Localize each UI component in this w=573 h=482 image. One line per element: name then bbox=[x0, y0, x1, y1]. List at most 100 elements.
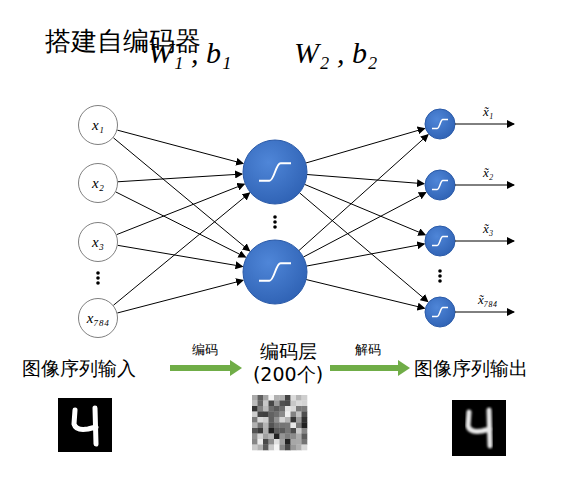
code-pixel bbox=[258, 401, 264, 407]
code-pixel bbox=[263, 439, 269, 445]
code-pixel bbox=[285, 412, 291, 418]
neuron-label: x₇₈₄ bbox=[87, 310, 109, 327]
code-pixel bbox=[274, 406, 280, 412]
code-pixel bbox=[280, 434, 286, 440]
green-arrow bbox=[170, 360, 242, 376]
code-pixel bbox=[302, 412, 308, 418]
code-pixel bbox=[274, 423, 280, 429]
code-pixel bbox=[269, 439, 275, 445]
sigmoid-symbol bbox=[259, 263, 291, 281]
weight-line bbox=[299, 135, 428, 251]
input-neuron: x₃ bbox=[78, 222, 118, 262]
weight-line bbox=[113, 193, 249, 305]
ellipsis-dot bbox=[438, 279, 442, 283]
code-pixel bbox=[280, 445, 286, 451]
output-label: x̃₂ bbox=[483, 165, 493, 181]
code-pixel bbox=[296, 395, 302, 401]
digit-stroke bbox=[74, 408, 96, 444]
output-neuron bbox=[425, 297, 455, 327]
code-pixel bbox=[280, 406, 286, 412]
output-arrow bbox=[455, 124, 514, 125]
code-pixel bbox=[291, 401, 297, 407]
code-pixel bbox=[258, 395, 264, 401]
digit-stroke bbox=[468, 410, 490, 446]
code-pixel bbox=[258, 434, 264, 440]
code-pixel bbox=[258, 423, 264, 429]
code-pixel bbox=[263, 401, 269, 407]
output-neuron bbox=[425, 109, 455, 139]
ellipsis-dot bbox=[96, 271, 100, 275]
code-pixel bbox=[269, 412, 275, 418]
arrow-label: 解码 bbox=[355, 341, 381, 359]
sigmoid-symbol bbox=[432, 181, 448, 190]
ellipsis-dot bbox=[438, 269, 442, 273]
weight-line bbox=[306, 244, 424, 266]
code-pixel bbox=[280, 423, 286, 429]
code-pixel bbox=[269, 401, 275, 407]
code-pixel bbox=[269, 445, 275, 451]
code-pixel bbox=[269, 428, 275, 434]
code-pixel bbox=[302, 417, 308, 423]
weight-line bbox=[116, 192, 246, 257]
stage-label: 编码层 (200个) bbox=[247, 340, 329, 386]
weight-line bbox=[299, 193, 427, 302]
code-pixel bbox=[296, 406, 302, 412]
weight-line bbox=[118, 245, 243, 266]
code-pixel bbox=[280, 401, 286, 407]
code-pixel bbox=[263, 412, 269, 418]
code-pixel bbox=[285, 406, 291, 412]
ellipsis-dot bbox=[273, 220, 277, 224]
code-pixel bbox=[291, 412, 297, 418]
code-pixel bbox=[302, 401, 308, 407]
sigmoid-symbol bbox=[432, 120, 448, 129]
code-pixel bbox=[258, 439, 264, 445]
code-pixel bbox=[285, 401, 291, 407]
code-pixel bbox=[252, 423, 258, 429]
hidden-neuron bbox=[243, 140, 307, 204]
weight-label: W₂ , b₂ bbox=[294, 36, 377, 70]
code-pixel bbox=[296, 428, 302, 434]
code-pixel bbox=[285, 434, 291, 440]
output-neuron bbox=[425, 170, 455, 200]
output-arrow bbox=[455, 241, 514, 242]
code-pixel bbox=[252, 412, 258, 418]
neuron-label: x₁ bbox=[92, 117, 104, 134]
code-pixel bbox=[285, 417, 291, 423]
stage-label: 图像序列输入 bbox=[22, 356, 136, 382]
input-neuron: x₇₈₄ bbox=[78, 298, 118, 338]
code-pixel bbox=[263, 406, 269, 412]
code-pixel bbox=[258, 406, 264, 412]
code-pixel bbox=[263, 434, 269, 440]
ellipsis-dot bbox=[273, 215, 277, 219]
output-arrow bbox=[455, 185, 514, 186]
code-pixel bbox=[296, 417, 302, 423]
code-pixel bbox=[280, 417, 286, 423]
code-pixel bbox=[252, 406, 258, 412]
code-pixel bbox=[274, 439, 280, 445]
weight-line bbox=[117, 130, 243, 163]
code-pixel bbox=[263, 428, 269, 434]
output-label: x̃₁ bbox=[483, 104, 493, 120]
code-pixel bbox=[296, 423, 302, 429]
code-pixel bbox=[274, 395, 280, 401]
code-pixel bbox=[274, 417, 280, 423]
neuron-label: x₃ bbox=[92, 234, 104, 251]
code-pixel bbox=[252, 417, 258, 423]
weight-line bbox=[117, 280, 243, 313]
code-pixel bbox=[302, 406, 308, 412]
code-pixel bbox=[280, 412, 286, 418]
weight-line bbox=[118, 174, 242, 182]
green-arrow bbox=[330, 360, 410, 376]
code-pixel bbox=[302, 445, 308, 451]
code-pixel bbox=[296, 439, 302, 445]
code-pixel bbox=[285, 395, 291, 401]
image-thumbnail bbox=[452, 400, 506, 456]
weight-label: W₁ , b₁ bbox=[148, 36, 231, 70]
code-pixel bbox=[291, 406, 297, 412]
code-pixel bbox=[285, 445, 291, 451]
code-pixel bbox=[258, 417, 264, 423]
ellipsis-dot bbox=[438, 274, 442, 278]
input-neuron: x₂ bbox=[78, 163, 118, 203]
ellipsis-dot bbox=[96, 276, 100, 280]
code-pixel bbox=[285, 423, 291, 429]
